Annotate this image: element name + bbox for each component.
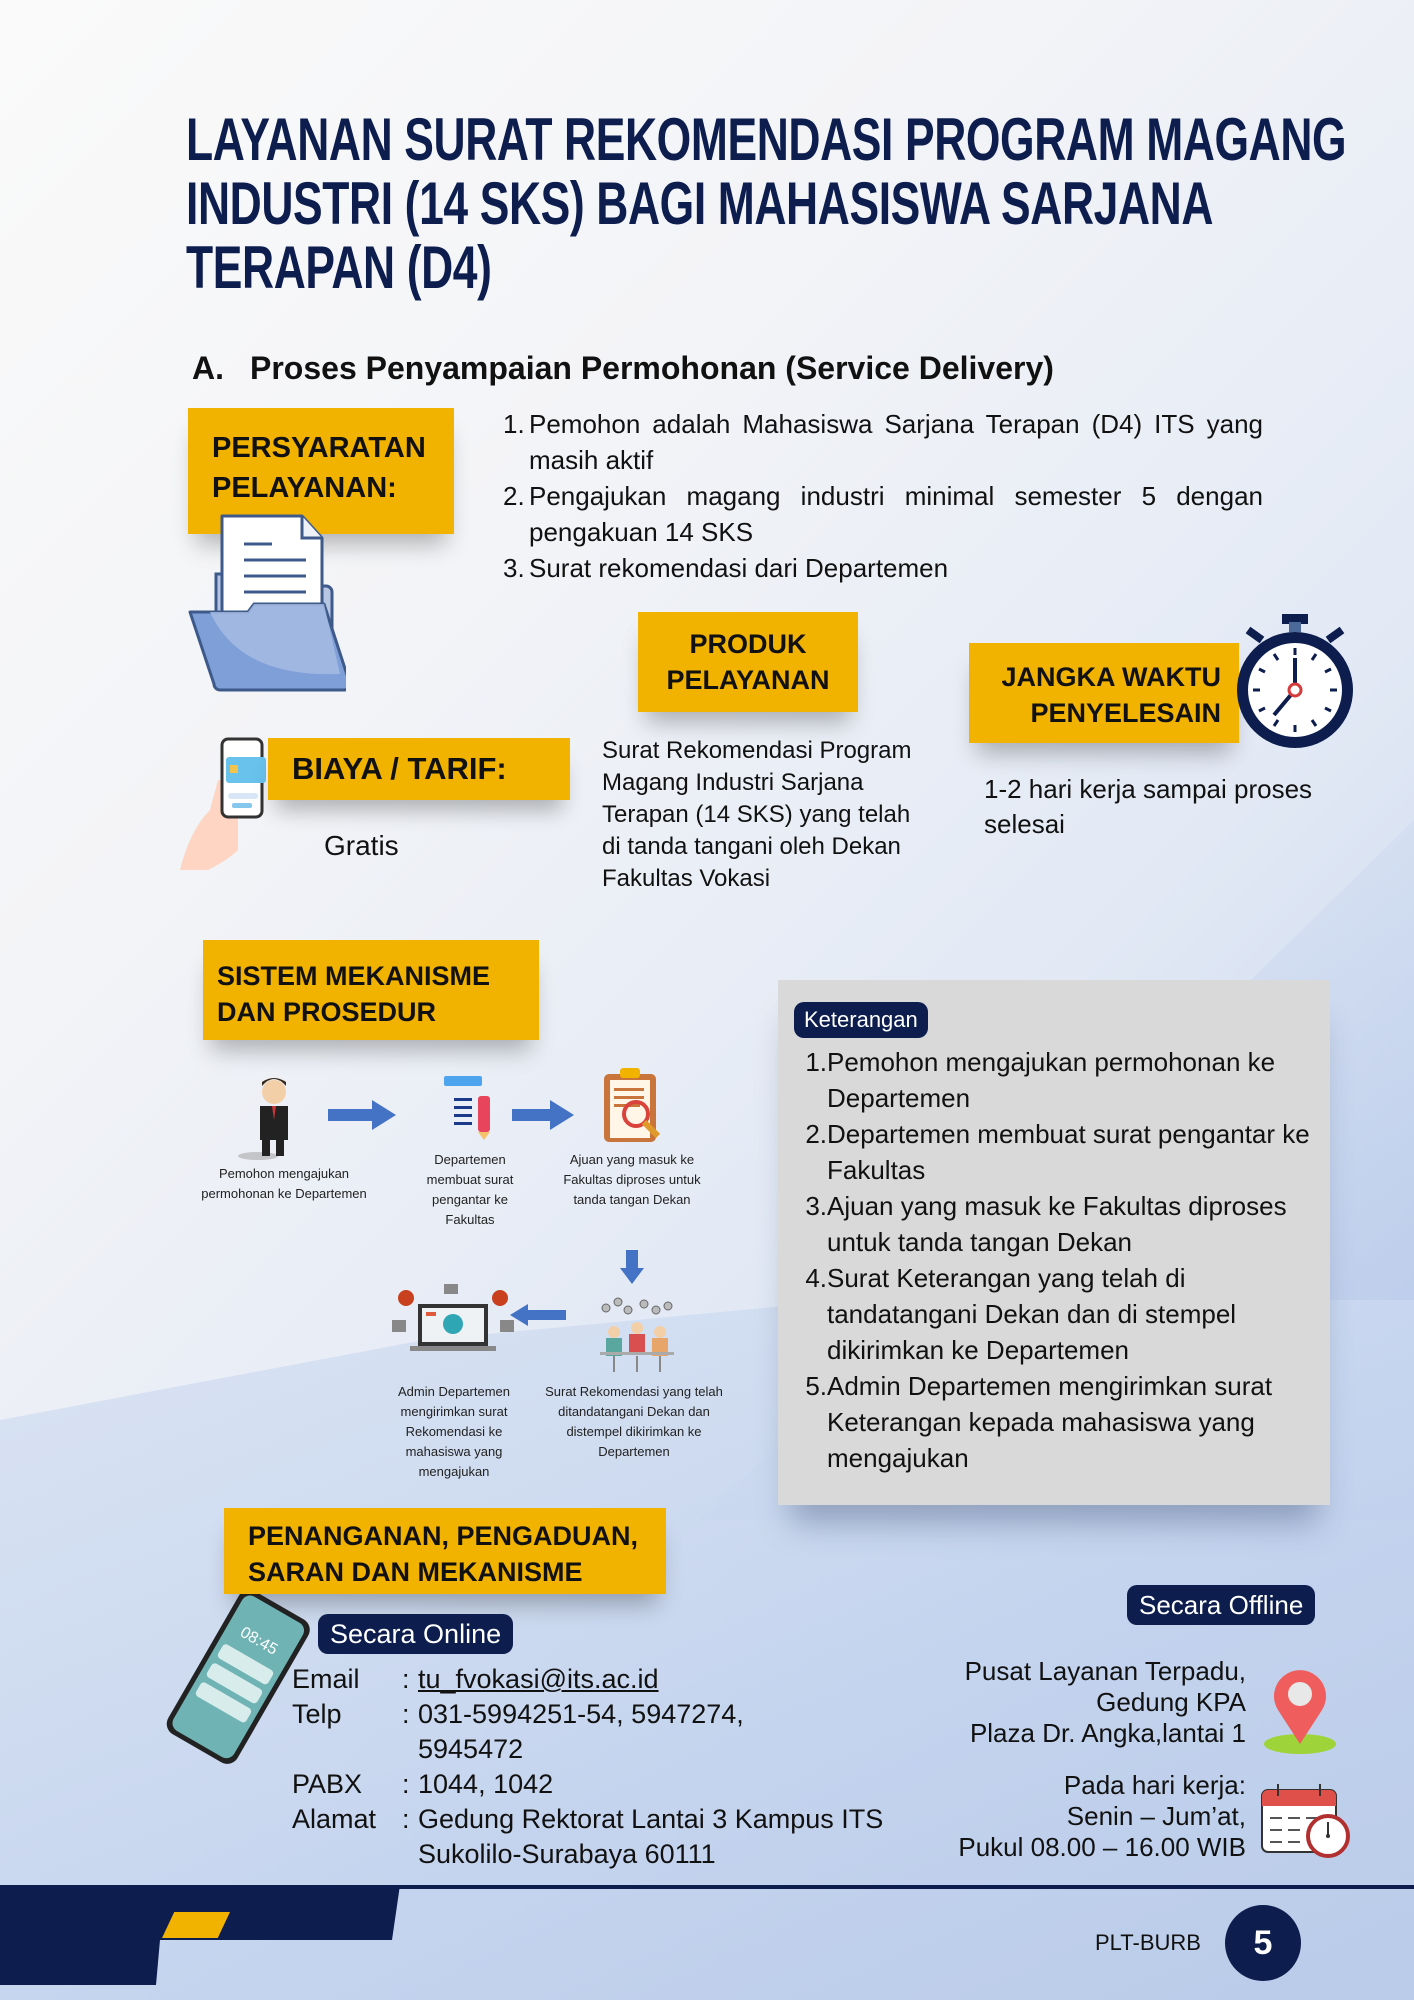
offline-badge: Secara Offline xyxy=(1127,1585,1316,1625)
list-item: 4.Surat Keterangan yang telah di tandata… xyxy=(805,1263,1237,1365)
online-badge: Secara Online xyxy=(318,1614,514,1654)
document-list-icon xyxy=(444,1076,490,1140)
list-item: 1.Pemohon mengajukan permohonan ke Depar… xyxy=(805,1047,1276,1113)
produk-label: PRODUK PELAYANAN xyxy=(638,612,858,712)
email-link[interactable]: tu_fvokasi@its.ac.id xyxy=(418,1664,659,1694)
title-line: TERAPAN (D4) xyxy=(186,234,492,301)
list-item: 2.Departemen membuat surat pengantar ke … xyxy=(805,1119,1310,1185)
title-line: LAYANAN SURAT REKOMENDASI PROGRAM MAGANG xyxy=(186,106,1347,173)
businessman-icon xyxy=(238,1078,288,1160)
step-caption: Admin Departemen mengirimkan surat Rekom… xyxy=(398,1384,510,1479)
penanganan-label: PENANGANAN, PENGADUAN, SARAN DAN MEKANIS… xyxy=(224,1508,666,1594)
sistem-label: SISTEM MEKANISME DAN PROSEDUR xyxy=(203,940,539,1040)
biaya-value: Gratis xyxy=(324,830,399,861)
laptop-network-icon xyxy=(392,1284,514,1351)
persyaratan-label: PERSYARATAN PELAYANAN: xyxy=(188,408,454,534)
biaya-label: BIAYA / TARIF: xyxy=(268,738,570,800)
step-caption: Surat Rekomendasi yang telah ditandatang… xyxy=(545,1384,723,1459)
location-pin-icon xyxy=(1264,1670,1336,1754)
team-meeting-icon xyxy=(600,1297,674,1372)
offline-location: Pusat Layanan Terpadu, Gedung KPA Plaza … xyxy=(964,1656,1246,1748)
label-line: PERSYARATAN xyxy=(212,432,426,464)
contact-row-pabx: PABX: 1044, 1042 xyxy=(292,1769,554,1799)
keterangan-list: 1.Pemohon mengajukan permohonan ke Depar… xyxy=(800,1044,1330,1476)
offline-hours: Pada hari kerja: Senin – Jum’at, Pukul 0… xyxy=(958,1770,1246,1862)
title-line: INDUSTRI (14 SKS) BAGI MAHASISWA SARJANA xyxy=(186,170,1214,237)
list-item: 5.Admin Departemen mengirimkan surat Ket… xyxy=(805,1371,1273,1473)
hand-phone-card-icon xyxy=(180,737,266,870)
jangka-waktu-label: JANGKA WAKTU PENYELESAIN xyxy=(969,643,1239,743)
step-caption: Ajuan yang masuk ke Fakultas diproses un… xyxy=(563,1152,701,1207)
contact-row-alamat: Alamat: Gedung Rektorat Lantai 3 Kampus … xyxy=(292,1804,884,1869)
footer-divider xyxy=(0,1885,1414,1889)
section-letter: A. xyxy=(192,350,224,386)
step-caption: Departemen membuat surat pengantar ke Fa… xyxy=(426,1152,514,1227)
clipboard-search-icon xyxy=(604,1068,661,1142)
requirements-list: 1.Pemohon adalah Mahasiswa Sarjana Terap… xyxy=(503,406,1263,586)
contact-row-email: Email: tu_fvokasi@its.ac.id xyxy=(292,1664,659,1694)
online-contact-list: Email: tu_fvokasi@its.ac.id Telp: 031-59… xyxy=(292,1662,908,1872)
keterangan-badge: Keterangan xyxy=(794,1002,928,1038)
keterangan-panel xyxy=(778,980,1330,1505)
document-folder-icon xyxy=(188,514,346,692)
list-item: 3.Surat rekomendasi dari Departemen xyxy=(503,553,949,583)
arrow-right-icon xyxy=(512,1100,574,1130)
arrow-right-icon xyxy=(328,1100,396,1130)
smartphone-icon: 08:45 xyxy=(166,1594,310,1764)
page-title: LAYANAN SURAT REKOMENDASI PROGRAM MAGANG… xyxy=(186,106,1347,301)
calendar-clock-icon xyxy=(1261,1784,1350,1858)
section-title: Proses Penyampaian Permohonan (Service D… xyxy=(250,350,1054,386)
document-code: PLT-BURB xyxy=(1095,1930,1201,1955)
footer-gold-shape xyxy=(162,1912,230,1938)
jangka-waktu-value: 1-2 hari kerja sampai proses selesai xyxy=(984,774,1313,839)
arrow-down-icon xyxy=(620,1250,644,1284)
list-item: 2.Pengajukan magang industri minimal sem… xyxy=(503,481,1263,547)
produk-description: Surat Rekomendasi Program Magang Industr… xyxy=(602,737,912,892)
contact-row-telp: Telp: 031-5994251-54, 5947274, 5945472 xyxy=(292,1699,744,1764)
label-line: PELAYANAN: xyxy=(212,472,397,504)
arrow-left-icon xyxy=(510,1304,566,1326)
section-heading: A. Proses Penyampaian Permohonan (Service… xyxy=(192,350,1054,387)
step-caption: Pemohon mengajukan permohonan ke Departe… xyxy=(201,1166,367,1201)
page-number: 5 xyxy=(1225,1905,1301,1981)
list-item: 1.Pemohon adalah Mahasiswa Sarjana Terap… xyxy=(503,409,1263,475)
list-item: 3.Ajuan yang masuk ke Fakultas diproses … xyxy=(805,1191,1287,1257)
stopwatch-icon xyxy=(1237,614,1353,748)
